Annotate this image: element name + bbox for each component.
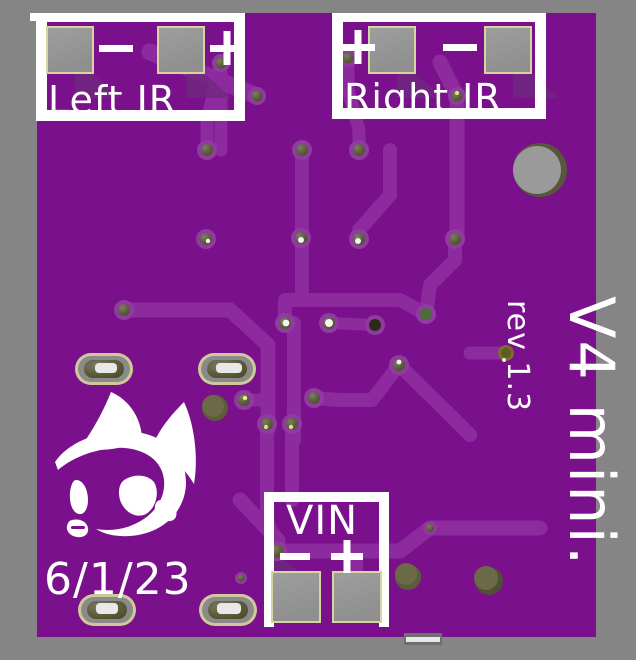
pad-right-ir-plus[interactable] [368, 26, 416, 74]
pad-left-ir-minus[interactable] [46, 26, 94, 74]
vin-plus-symbol [331, 540, 363, 573]
vin-connector[interactable]: VIN [264, 492, 389, 627]
right-ir-plus-symbol [341, 30, 375, 64]
left-ir-minus-symbol [99, 45, 133, 52]
mounting-slot-top-right [198, 353, 256, 385]
mounting-slot-bottom-right [199, 594, 257, 626]
pad-vin-plus[interactable] [332, 571, 382, 623]
revision-label: rev 1.3 [500, 300, 535, 412]
date-label: 6/1/23 [44, 554, 192, 605]
mounting-slot-top-left [75, 353, 133, 385]
left-ir-plus-symbol [210, 31, 244, 65]
right-ir-connector[interactable]: Right IR [332, 13, 546, 120]
pad-left-ir-plus[interactable] [157, 26, 205, 74]
pad-right-ir-minus[interactable] [484, 26, 532, 74]
vin-label: VIN [286, 498, 358, 544]
bottom-edge-tab [404, 633, 442, 645]
silk-fill-patch-left [30, 13, 48, 21]
pad-vin-minus[interactable] [271, 571, 321, 623]
left-ir-connector[interactable]: Left IR [30, 13, 245, 122]
board-name-label: V4 mini. [555, 296, 628, 567]
large-mounting-hole [513, 143, 567, 197]
left-ir-label: Left IR [48, 78, 176, 122]
mounting-slots [75, 353, 257, 626]
right-ir-label: Right IR [344, 76, 502, 120]
cat-mascot-logo [55, 392, 196, 538]
mounting-slot-bottom-left [78, 594, 136, 626]
vin-minus-symbol [280, 553, 310, 560]
right-ir-minus-symbol [443, 44, 477, 51]
